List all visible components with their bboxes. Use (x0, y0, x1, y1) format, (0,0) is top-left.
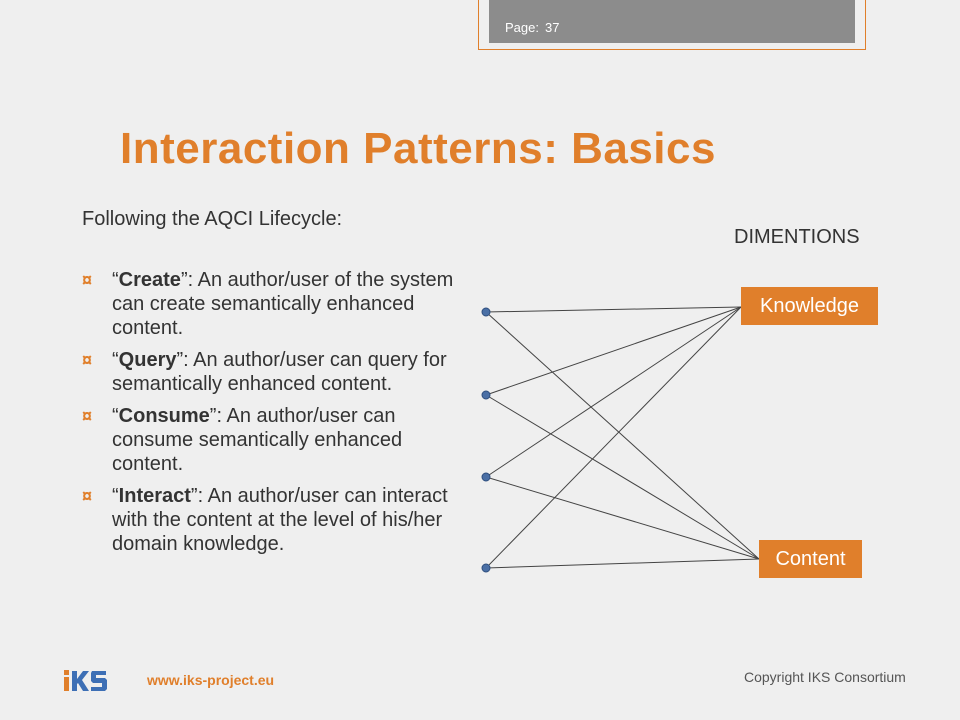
iks-logo (64, 670, 107, 691)
bullet-text: : An author/user can query for semantica… (112, 349, 447, 395)
bullet-icon: ¤ (82, 486, 93, 506)
node-dot (481, 563, 491, 573)
connector-line (485, 394, 760, 560)
page-label-text: Page: (505, 20, 539, 35)
bullet-icon: ¤ (82, 270, 93, 290)
page-number-value: 37 (544, 20, 560, 35)
bullet-query: ¤“Query”: An author/user can query for s… (82, 349, 447, 395)
slide-title: Interaction Patterns: Basics (120, 124, 716, 173)
bullet-text: : An author/user of the system can creat… (112, 269, 454, 339)
content-box: Content (759, 540, 862, 578)
connector-line (485, 311, 760, 560)
page-number-label: Page: 37 (505, 20, 559, 35)
page-number-tab: Page: 37 (478, 0, 866, 50)
lifecycle-bullet-list: ¤“Create”: An author/user of the system … (80, 268, 465, 564)
bullet-text: : An author/user can interact with the c… (112, 485, 448, 555)
node-dot (481, 307, 491, 317)
node-dot (481, 472, 491, 482)
bullet-term: Consume (118, 405, 210, 427)
page-number-bar: Page: 37 (489, 0, 855, 43)
connector-line (485, 558, 760, 569)
connector-line (485, 306, 742, 313)
bullet-create: ¤“Create”: An author/user of the system … (82, 269, 454, 339)
bullet-term: Query (118, 349, 177, 371)
bullet-icon: ¤ (82, 350, 93, 370)
bullet-interact: ¤“Interact”: An author/user can interact… (82, 485, 448, 555)
project-url[interactable]: www.iks-project.eu (147, 672, 275, 688)
connector-line (485, 476, 760, 560)
knowledge-box: Knowledge (741, 287, 878, 325)
node-dot (481, 390, 491, 400)
connector-line (485, 306, 742, 396)
connector-line (485, 306, 742, 478)
bullet-text: : An author/user can consume semanticall… (112, 405, 403, 475)
connector-line (485, 306, 742, 569)
bullet-term: Interact (118, 485, 191, 507)
dimensions-heading: DIMENTIONS (734, 226, 860, 248)
connector-lines (485, 306, 760, 569)
bullet-consume: ¤“Consume”: An author/user can consume s… (82, 405, 403, 475)
copyright-text: Copyright IKS Consortium (744, 669, 906, 685)
intro-text: Following the AQCI Lifecycle: (82, 208, 343, 230)
bullet-term: Create (118, 269, 181, 291)
bullet-icon: ¤ (82, 406, 93, 426)
